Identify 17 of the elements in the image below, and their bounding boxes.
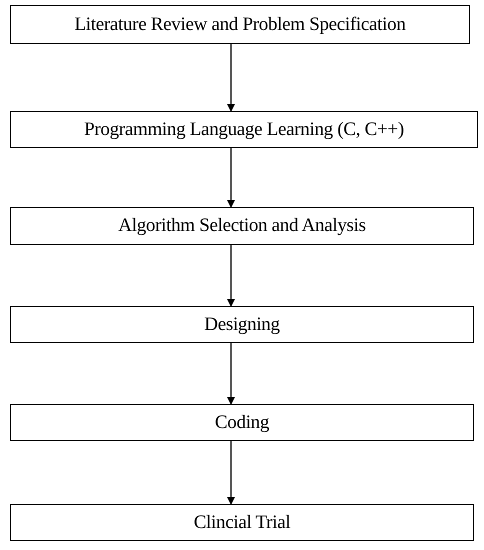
step-label: Designing bbox=[204, 312, 280, 336]
arrow bbox=[227, 441, 235, 505]
process-box bbox=[10, 5, 470, 44]
step-label: Literature Review and Problem Specification bbox=[74, 12, 406, 36]
process-box bbox=[10, 306, 474, 343]
step-label: Programming Language Learning (C, C++) bbox=[84, 118, 404, 142]
arrow bbox=[227, 343, 235, 405]
step-label: Algorithm Selection and Analysis bbox=[118, 214, 366, 238]
arrow bbox=[227, 245, 235, 307]
process-box bbox=[10, 111, 478, 148]
process-box bbox=[10, 504, 474, 541]
step-label: Coding bbox=[214, 410, 270, 434]
process-box bbox=[10, 404, 474, 441]
step-label: Clincial Trial bbox=[194, 510, 290, 534]
arrow bbox=[227, 44, 235, 112]
arrow bbox=[227, 148, 235, 208]
process-box bbox=[10, 207, 474, 245]
